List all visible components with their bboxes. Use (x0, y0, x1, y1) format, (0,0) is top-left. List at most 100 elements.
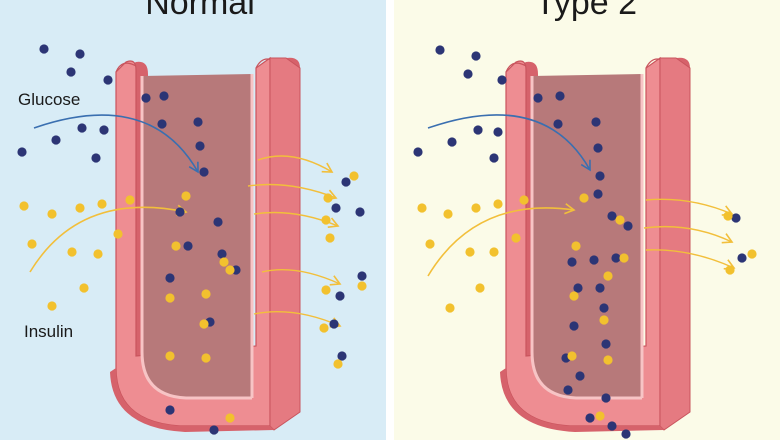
glucose-dot (99, 125, 109, 135)
glucose-dot (493, 127, 503, 137)
insulin-dot (603, 271, 613, 281)
glucose-dot (621, 429, 631, 439)
insulin-dot (519, 195, 529, 205)
glucose-dot (51, 135, 61, 145)
insulin-arrow-type2 (427, 203, 576, 277)
glucose-dot (193, 117, 203, 127)
insulin-dot (67, 247, 77, 257)
glucose-dot (447, 137, 457, 147)
glucose-dot (567, 257, 577, 267)
glucose-dot (533, 93, 543, 103)
glucose-exit-arrows-type2 (643, 198, 736, 270)
glucose-dot (591, 117, 601, 127)
insulin-dot (75, 203, 85, 213)
insulin-dot (511, 233, 521, 243)
insulin-dot (27, 239, 37, 249)
glucose-dot (183, 241, 193, 251)
glucose-dot (75, 49, 85, 59)
insulin-dot (475, 283, 485, 293)
insulin-dot (113, 229, 123, 239)
glucose-dot (199, 167, 209, 177)
insulin-dot (595, 411, 605, 421)
glucose-dot (355, 207, 365, 217)
glucose-dot (553, 119, 563, 129)
glucose-dot (209, 425, 219, 435)
glucose-dot (555, 91, 565, 101)
glucose-dot (575, 371, 585, 381)
glucose-dot (595, 283, 605, 293)
insulin-dot (165, 351, 175, 361)
insulin-dot (321, 215, 331, 225)
insulin-dot (425, 239, 435, 249)
insulin-arrow-normal (29, 204, 188, 273)
insulin-dot (225, 265, 235, 275)
glucose-dot (607, 421, 617, 431)
insulin-dot (445, 303, 455, 313)
glucose-dot (39, 44, 49, 54)
glucose-dot (141, 93, 151, 103)
insulin-dot (171, 241, 181, 251)
glucose-dot (585, 413, 595, 423)
glucose-dot (573, 283, 583, 293)
insulin-dot (93, 249, 103, 259)
insulin-dot (219, 257, 229, 267)
glucose-dot (165, 273, 175, 283)
glucose-dot (66, 67, 76, 77)
insulin-dot (747, 249, 757, 259)
insulin-dot (19, 201, 29, 211)
glucose-dot (165, 405, 175, 415)
glucose-dot (595, 171, 605, 181)
insulin-dot (201, 353, 211, 363)
glucose-dot (217, 249, 227, 259)
insulin-dot (489, 247, 499, 257)
insulin-dot (201, 289, 211, 299)
insulin-dot (321, 285, 331, 295)
glucose-dot (17, 147, 27, 157)
blood-vessel-type2 (500, 56, 691, 432)
glucose-dot (601, 393, 611, 403)
panel-type2-title: Type 2 (535, 0, 637, 22)
insulin-dot (319, 323, 329, 333)
insulin-dot (325, 233, 335, 243)
insulin-dot (569, 291, 579, 301)
glucose-dot (623, 221, 633, 231)
insulin-dot (417, 203, 427, 213)
insulin-dot (615, 215, 625, 225)
glucose-dot (589, 255, 599, 265)
insulin-dot (723, 211, 733, 221)
glucose-label: Glucose (18, 90, 80, 109)
insulin-dot (181, 191, 191, 201)
insulin-dot (567, 351, 577, 361)
glucose-dot (569, 321, 579, 331)
panel-divider (386, 0, 394, 440)
glucose-dot (737, 253, 747, 263)
glucose-dot (463, 69, 473, 79)
insulin-dot (349, 171, 359, 181)
insulin-dot (599, 315, 609, 325)
glucose-dot (337, 351, 347, 361)
glucose-dot (331, 203, 341, 213)
glucose-dot (341, 177, 351, 187)
glucose-dot (413, 147, 423, 157)
insulin-dot (225, 413, 235, 423)
glucose-dot (607, 211, 617, 221)
insulin-dot (333, 359, 343, 369)
insulin-dot (47, 301, 57, 311)
insulin-dot (47, 209, 57, 219)
glucose-dot (593, 189, 603, 199)
glucose-dot (175, 207, 185, 217)
glucose-dot (357, 271, 367, 281)
insulin-label: Insulin (24, 322, 73, 341)
glucose-dot (599, 303, 609, 313)
glucose-dot (213, 217, 223, 227)
insulin-dot (165, 293, 175, 303)
blood-vessel-normal (110, 56, 301, 432)
insulin-dot (97, 199, 107, 209)
insulin-dot (603, 355, 613, 365)
insulin-dot (443, 209, 453, 219)
glucose-dot (471, 51, 481, 61)
glucose-dot (435, 45, 445, 55)
glucose-dot (157, 119, 167, 129)
